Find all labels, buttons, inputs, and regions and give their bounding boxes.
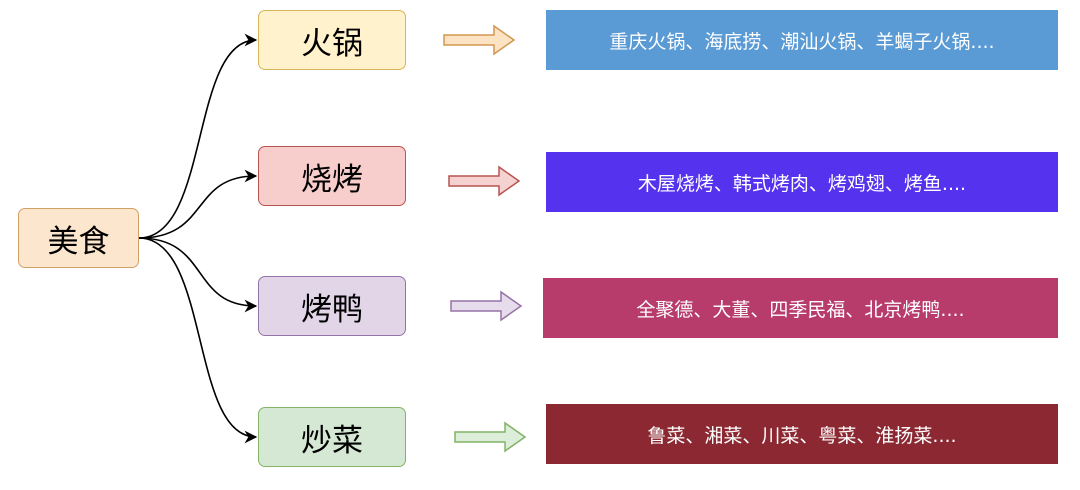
detail-box-stir-fry: 鲁菜、湘菜、川菜、粤菜、淮扬菜.... — [546, 404, 1058, 464]
block-arrow-roast-duck — [450, 290, 523, 322]
category-node-stir-fry: 炒菜 — [258, 407, 406, 467]
detail-box-roast-duck: 全聚德、大董、四季民福、北京烤鸭.... — [543, 278, 1058, 338]
category-node-bbq: 烧烤 — [258, 146, 406, 206]
category-label: 烤鸭 — [301, 291, 363, 328]
category-node-hotpot: 火锅 — [258, 10, 406, 70]
block-arrow-stir-fry — [454, 421, 527, 453]
detail-text: 全聚德、大董、四季民福、北京烤鸭.... — [636, 298, 965, 321]
connector-roast-duck — [138, 237, 258, 313]
category-label: 烧烤 — [301, 161, 363, 198]
root-node-label: 美食 — [47, 223, 110, 260]
connector-hotpot — [138, 33, 258, 239]
detail-text: 鲁菜、湘菜、川菜、粤菜、淮扬菜.... — [647, 424, 957, 447]
category-label: 火锅 — [301, 25, 363, 62]
category-label: 炒菜 — [301, 422, 363, 459]
detail-text: 木屋烧烤、韩式烤肉、烤鸡翅、烤鱼.... — [637, 172, 967, 195]
detail-box-bbq: 木屋烧烤、韩式烤肉、烤鸡翅、烤鱼.... — [546, 152, 1058, 212]
block-arrow-hotpot — [443, 24, 516, 56]
detail-box-hotpot: 重庆火锅、海底捞、潮汕火锅、羊蝎子火锅.... — [546, 10, 1058, 70]
connector-bbq — [138, 169, 258, 239]
detail-text: 重庆火锅、海底捞、潮汕火锅、羊蝎子火锅.... — [609, 30, 995, 53]
connector-stir-fry — [138, 237, 258, 444]
root-node: 美食 — [18, 208, 139, 268]
block-arrow-bbq — [448, 165, 521, 197]
category-node-roast-duck: 烤鸭 — [258, 276, 406, 336]
